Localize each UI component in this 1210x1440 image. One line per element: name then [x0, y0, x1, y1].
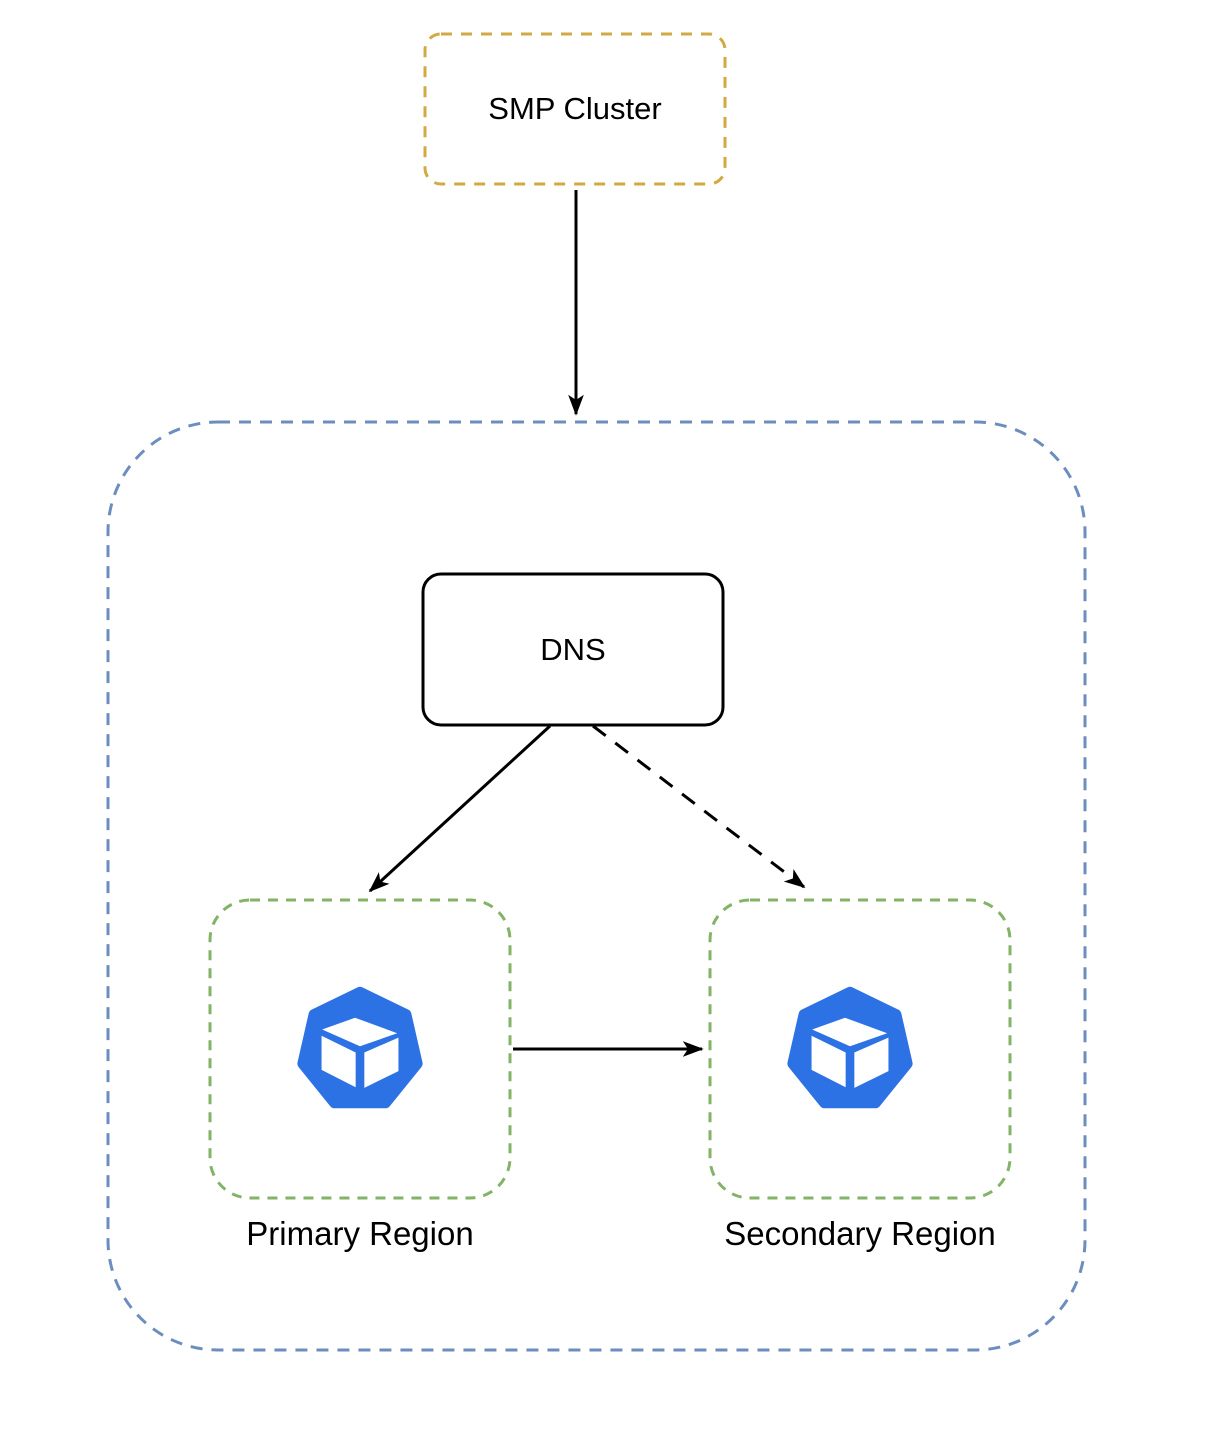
primary-region-box	[208, 898, 512, 1200]
edge-dns-to-primary	[368, 724, 552, 893]
outer-container-box	[106, 420, 1087, 1352]
primary-region-cluster-icon	[303, 992, 417, 1102]
secondary-region-box	[708, 898, 1012, 1200]
dns-box	[421, 572, 725, 727]
smp-cluster-box	[423, 32, 727, 186]
edge-dns-to-secondary	[592, 724, 806, 889]
secondary-region-cluster-icon	[793, 992, 907, 1102]
